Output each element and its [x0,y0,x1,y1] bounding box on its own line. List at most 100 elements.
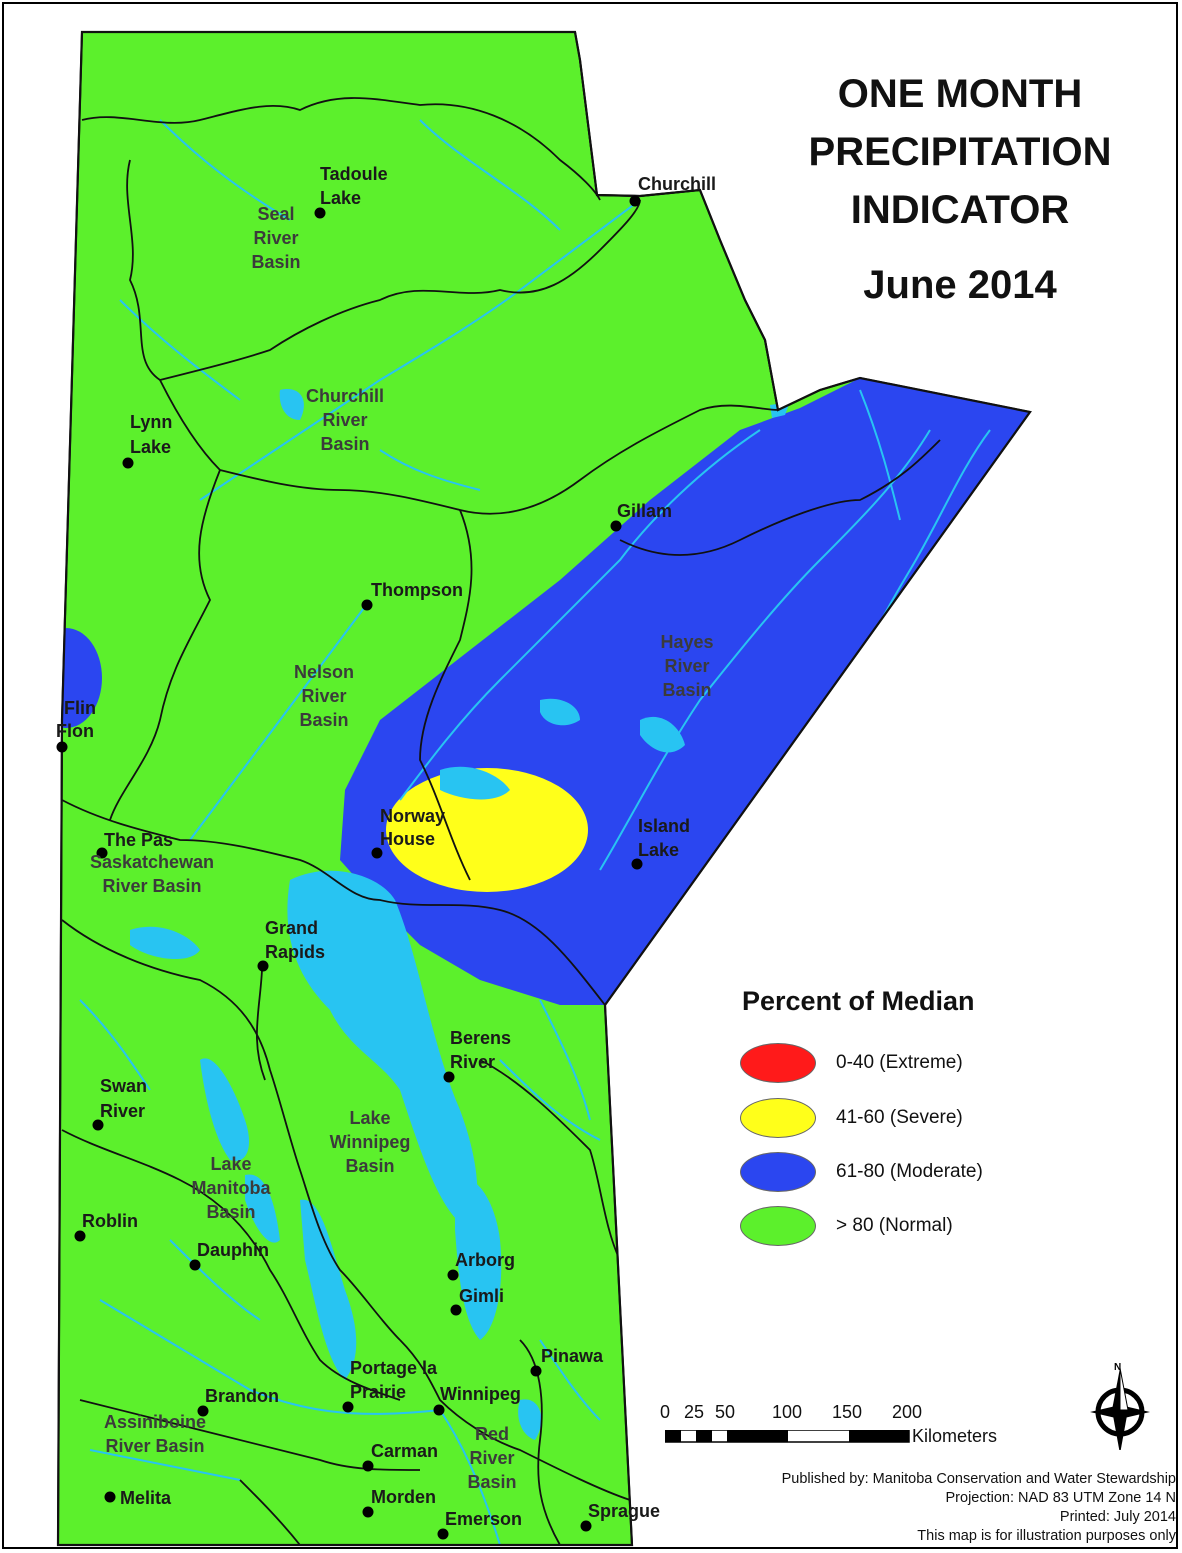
basin-label-seal-1: Seal [257,204,294,224]
legend-item-moderate: 61-80 (Moderate) [740,1152,983,1192]
scale-bar-graphic [665,1430,910,1443]
place-label-sprague: Sprague [588,1501,660,1521]
city-dot-grand-rapids [257,960,269,972]
basin-label-hayes-3: Basin [662,680,711,700]
basin-label-red-1: Red [475,1424,509,1444]
publisher-line-2: Projection: NAD 83 UTM Zone 14 N [945,1490,1176,1506]
place-label-tadoule-1: Tadoule [320,164,388,184]
place-label-gimli: Gimli [459,1286,504,1306]
place-label-swan-2: River [100,1101,145,1121]
basin-label-lwb-3: Basin [345,1156,394,1176]
city-dot-morden [362,1506,374,1518]
city-dot-the-pas [96,847,108,859]
basin-label-churchill-2: River [322,410,367,430]
basin-label-seal-2: River [253,228,298,248]
publisher-line-4: This map is for illustration purposes on… [917,1528,1176,1544]
place-label-berens-1: Berens [450,1028,511,1048]
place-label-carman: Carman [371,1441,438,1461]
scale-tick-25: 25 [684,1402,705,1422]
place-label-brandon: Brandon [205,1386,279,1406]
basin-label-nelson-2: River [301,686,346,706]
basin-label-assin-1: Assiniboine [104,1412,206,1432]
city-dot-churchill [629,195,641,207]
city-dots [56,195,643,1540]
place-label-winnipeg: Winnipeg [440,1384,521,1404]
basin-label-hayes-2: River [664,656,709,676]
place-label-lynn-2: Lake [130,437,171,457]
basin-label-seal-3: Basin [251,252,300,272]
city-dot-emerson [437,1528,449,1540]
legend-swatch-normal [740,1206,816,1246]
legend-title: Percent of Median [742,986,975,1016]
city-dot-gillam [610,520,622,532]
legend-swatch-moderate [740,1152,816,1192]
city-dot-arborg [447,1269,459,1281]
basin-label-nelson-1: Nelson [294,662,354,682]
scale-tick-150: 150 [832,1402,863,1422]
city-dot-sprague [580,1520,592,1532]
legend-item-extreme: 0-40 (Extreme) [740,1043,963,1083]
city-dot-thompson [361,599,373,611]
place-label-grand-2: Rapids [265,942,325,962]
moderate-patch-flin-flon [58,628,102,728]
place-label-swan-1: Swan [100,1076,147,1096]
place-label-emerson: Emerson [445,1509,522,1529]
publisher-info: Published by: Manitoba Conservation and … [782,1470,1176,1546]
rivers [79,119,991,1545]
place-label-thompson: Thompson [371,580,463,600]
city-dot-tadoule-lake [314,207,326,219]
basin-label-lmb-3: Basin [206,1202,255,1222]
basin-label-sask-2: River Basin [102,876,201,896]
legend-label-normal: > 80 (Normal) [836,1215,953,1236]
basin-label-churchill-1: Churchill [306,386,384,406]
basin-label-lmb-2: Manitoba [192,1178,272,1198]
city-dot-swan-river [92,1119,104,1131]
place-label-the-pas: The Pas [104,830,173,850]
legend-label-extreme: 0-40 (Extreme) [836,1052,963,1073]
city-dot-flin-flon [56,741,68,753]
city-dot-melita [104,1491,116,1503]
city-dot-winnipeg [433,1404,445,1416]
basin-boundaries [61,97,941,1545]
publisher-line-3: Printed: July 2014 [1059,1509,1176,1525]
legend-swatch-extreme [740,1043,816,1083]
city-dot-norway-house [371,847,383,859]
place-label-pinawa: Pinawa [541,1346,604,1366]
legend-label-moderate: 61-80 (Moderate) [836,1161,983,1182]
city-dot-berens-river [443,1071,455,1083]
place-label-norway-2: House [380,829,435,849]
map-title-period: June 2014 [863,263,1057,307]
place-label-island-1: Island [638,816,690,836]
city-dot-gimli [450,1304,462,1316]
city-dot-island-lake [631,858,643,870]
map-title-line-3: INDICATOR [850,188,1070,232]
basin-label-churchill-3: Basin [320,434,369,454]
scale-tick-50: 50 [715,1402,736,1422]
place-label-flin-1: Flin [64,698,96,718]
scale-tick-0: 0 [660,1402,671,1422]
basin-labels: Seal River Basin Churchill River Basin N… [90,204,714,1492]
map-title-line-2: PRECIPITATION [808,130,1112,174]
scale-tick-100: 100 [772,1402,803,1422]
place-label-gillam: Gillam [617,501,672,521]
basin-label-nelson-3: Basin [299,710,348,730]
basin-label-assin-2: River Basin [105,1436,204,1456]
lakes [130,389,790,1440]
place-label-norway-1: Norway [380,806,445,826]
map-title-line-1: ONE MONTH [837,72,1083,116]
city-dot-brandon [197,1405,209,1417]
place-label-tadoule-2: Lake [320,188,361,208]
legend-item-normal: > 80 (Normal) [740,1206,953,1246]
north-arrow-label: N [1114,1362,1121,1373]
north-arrow-icon: N [1090,1362,1150,1450]
city-dot-roblin [74,1230,86,1242]
place-label-grand-1: Grand [265,918,318,938]
basin-label-lwb-2: Winnipeg [330,1132,411,1152]
place-label-arborg: Arborg [455,1250,515,1270]
city-dot-dauphin [189,1259,201,1271]
legend-swatch-severe [740,1098,816,1138]
place-label-roblin: Roblin [82,1211,138,1231]
legend-item-severe: 41-60 (Severe) [740,1098,963,1138]
basin-label-lmb-1: Lake [210,1154,251,1174]
